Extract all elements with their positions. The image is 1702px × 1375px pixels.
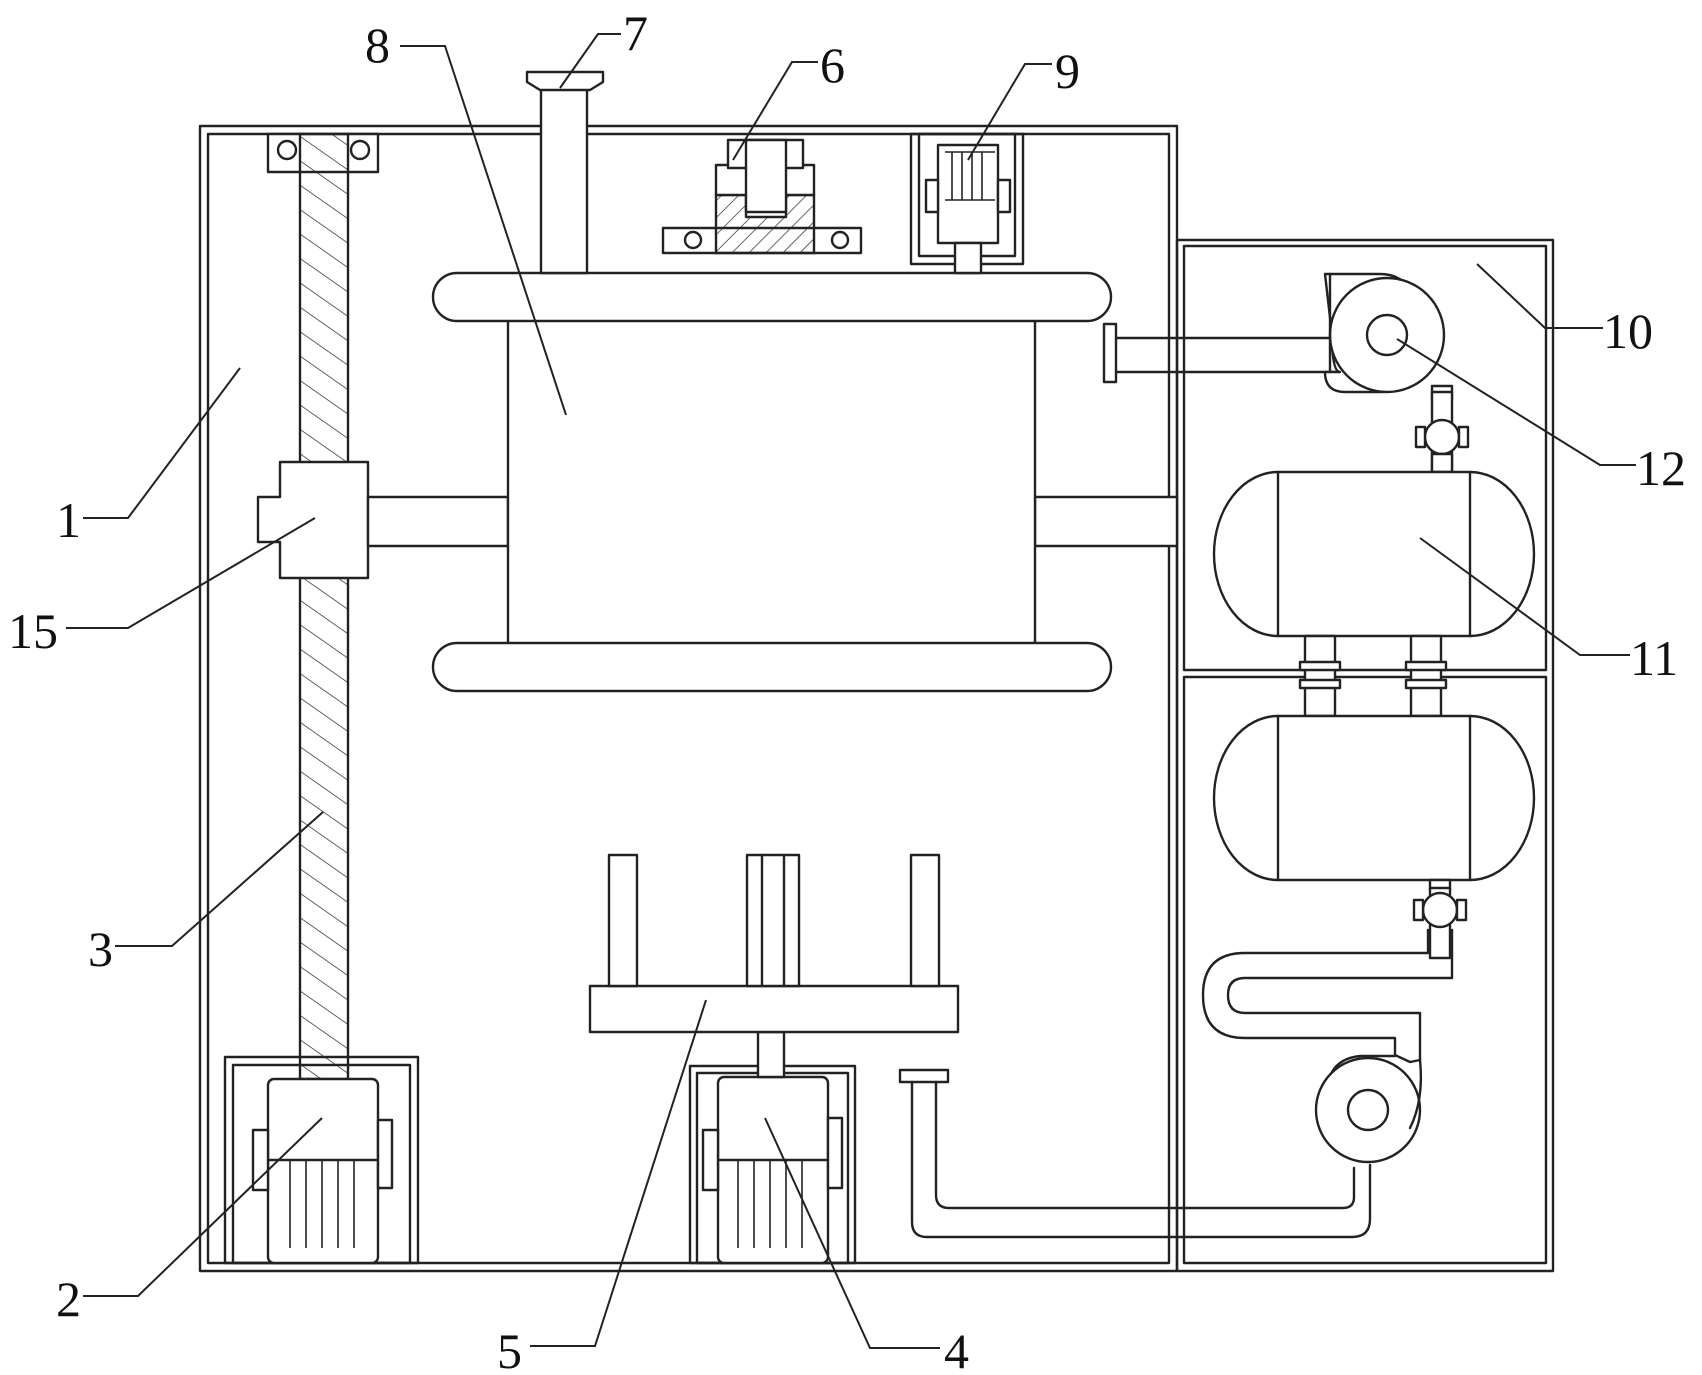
label-8: 8 bbox=[365, 17, 390, 73]
top-clamp bbox=[663, 140, 861, 253]
label-7: 7 bbox=[623, 5, 648, 61]
feed-pipe bbox=[527, 72, 603, 273]
leader-1 bbox=[83, 368, 240, 518]
label-12: 12 bbox=[1636, 440, 1686, 496]
lower-pump bbox=[1316, 1056, 1421, 1162]
upper-pump bbox=[1325, 274, 1468, 472]
label-10: 10 bbox=[1603, 303, 1653, 359]
drum bbox=[433, 273, 1111, 691]
leader-10 bbox=[1477, 264, 1603, 328]
label-4: 4 bbox=[944, 1323, 969, 1375]
s-pipe bbox=[1203, 930, 1452, 1062]
label-9: 9 bbox=[1055, 43, 1080, 99]
label-6: 6 bbox=[820, 37, 845, 93]
leader-5 bbox=[530, 1000, 706, 1346]
suction-pipe bbox=[1104, 324, 1350, 382]
center-motor bbox=[690, 1032, 855, 1263]
leader-3 bbox=[115, 812, 323, 946]
support-platform bbox=[590, 855, 958, 1032]
lead-screw bbox=[268, 134, 378, 1079]
upper-tank bbox=[1214, 472, 1534, 636]
label-11: 11 bbox=[1630, 630, 1678, 686]
label-5: 5 bbox=[497, 1323, 522, 1375]
label-15: 15 bbox=[8, 603, 58, 659]
return-pipe bbox=[900, 1070, 1370, 1237]
label-2: 2 bbox=[56, 1271, 81, 1327]
top-motor bbox=[911, 134, 1023, 273]
left-motor bbox=[225, 1057, 418, 1263]
lower-tank bbox=[1214, 716, 1534, 880]
label-1: 1 bbox=[56, 492, 81, 548]
label-3: 3 bbox=[88, 921, 113, 977]
lower-valve bbox=[1414, 880, 1466, 958]
